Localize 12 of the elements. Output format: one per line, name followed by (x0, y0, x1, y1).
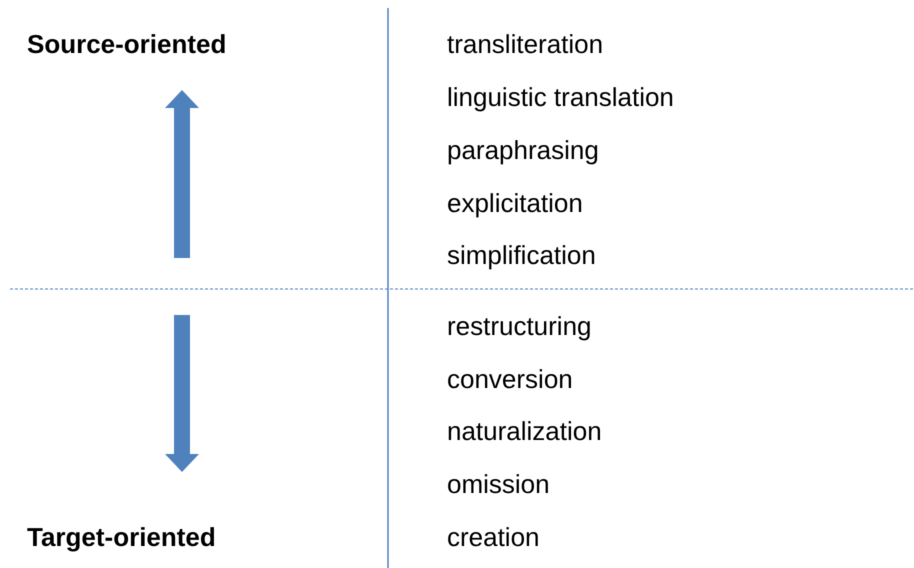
strategy-label: paraphrasing (447, 134, 599, 166)
strategy-label: naturalization (447, 415, 602, 447)
strategy-label: linguistic translation (447, 81, 674, 113)
strategy-label: transliteration (447, 28, 604, 60)
strategy-label: conversion (447, 363, 573, 395)
strategy-label: explicitation (447, 187, 583, 219)
axis-end-label: Target-oriented (27, 521, 216, 553)
strategy-label: creation (447, 521, 540, 553)
axis-end-label: Source-oriented (27, 28, 226, 60)
strategy-label: omission (447, 468, 550, 500)
strategy-label: restructuring (447, 310, 592, 342)
strategy-label: simplification (447, 239, 596, 271)
